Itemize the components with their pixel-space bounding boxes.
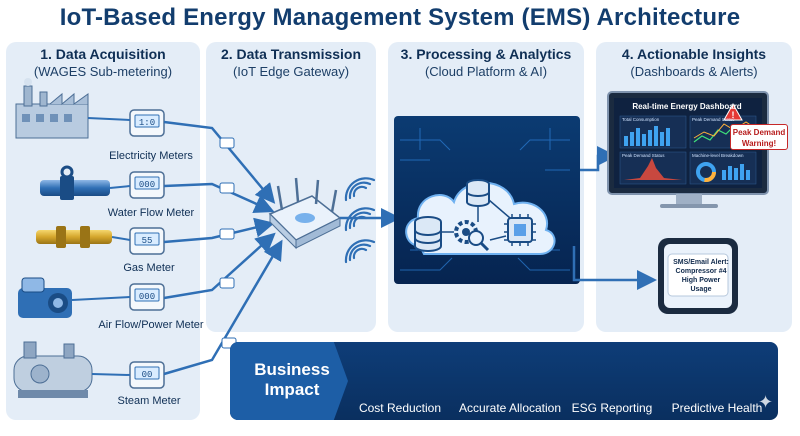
stage-sub-transmission: (IoT Edge Gateway) [232,64,350,79]
stage-heading-transmission: 2. Data Transmission [220,46,362,62]
meter-label-steam: Steam Meter [117,395,181,407]
page-title: IoT-Based Energy Management System (EMS)… [59,4,741,31]
meter-display-gas: 55 [142,236,153,246]
chip-icon [504,214,536,246]
factory-icon [15,78,89,139]
meter-label-electricity: Electricity Meters [109,150,193,162]
router-icon [268,177,342,250]
gas-pipe-icon [36,226,112,248]
peak-demand-warning: Peak Demand Warning! [730,124,788,150]
dashboard-panel-label: Peak Demand Status [692,117,735,122]
sms-alert: SMS/Email Alert: Compressor #4 High Powe… [672,258,730,294]
impact-label-esg: ESG Reporting [571,401,653,415]
meter-label-airflow: Air Flow/Power Meter [98,319,204,331]
svg-text:!: ! [732,110,735,120]
pipe-icon [40,165,110,200]
sms-line: SMS/Email Alert: [673,259,729,266]
sms-line: Compressor #4 [675,268,727,275]
warning-icon: ! [723,102,743,121]
business-title-line: Business [254,360,330,379]
stage-heading-insights: 4. Actionable Insights [621,46,767,62]
meter-display-airflow: 000 [139,292,155,302]
business-impact-band [230,342,778,420]
dashboard-panel-label: Total Consumption [622,117,660,122]
business-impact-header [230,342,348,420]
meter-steam [129,361,165,389]
wifi-icon [344,177,376,264]
warning-line: Warning! [741,139,777,148]
sparkle-icon: ✦ [758,392,774,412]
gear-search-icon [454,220,490,252]
stage-sub-acquisition: (WAGES Sub-metering) [33,64,173,79]
dashboard-title: Real-time Energy Dashboard [632,102,742,111]
meter-label-water: Water Flow Meter [107,207,195,219]
stage-sub-insights: (Dashboards & Alerts) [630,64,758,79]
impact-label-cost: Cost Reduction [358,401,442,415]
warning-line: Peak Demand [732,128,786,137]
meter-water [129,171,165,199]
business-title-line: Impact [264,380,320,399]
stage-sub-processing: (Cloud Platform & AI) [424,64,548,79]
dashboard-panel-label: Machine-level Breakdown [692,153,744,158]
stage-heading-processing: 3. Processing & Analytics [400,46,572,62]
meter-display-steam: 00 [142,370,153,380]
stage-heading-acquisition: 1. Data Acquisition [40,46,166,62]
sms-line: High Power Usage [681,277,721,293]
phone-icon [658,238,738,314]
boiler-icon [13,341,93,398]
meter-display-electricity: 1:0 [139,118,155,128]
dashboard-panel-label: Peak Demand Status [622,153,665,158]
meter-display-water: 000 [139,180,155,190]
impact-label-allocation: Accurate Allocation [458,401,562,415]
meter-label-gas: Gas Meter [123,262,175,274]
impact-label-predictive: Predictive Health [671,401,763,415]
business-impact-title: Business Impact [244,360,340,400]
acquisition-links [163,120,283,376]
compressor-icon [18,277,72,318]
